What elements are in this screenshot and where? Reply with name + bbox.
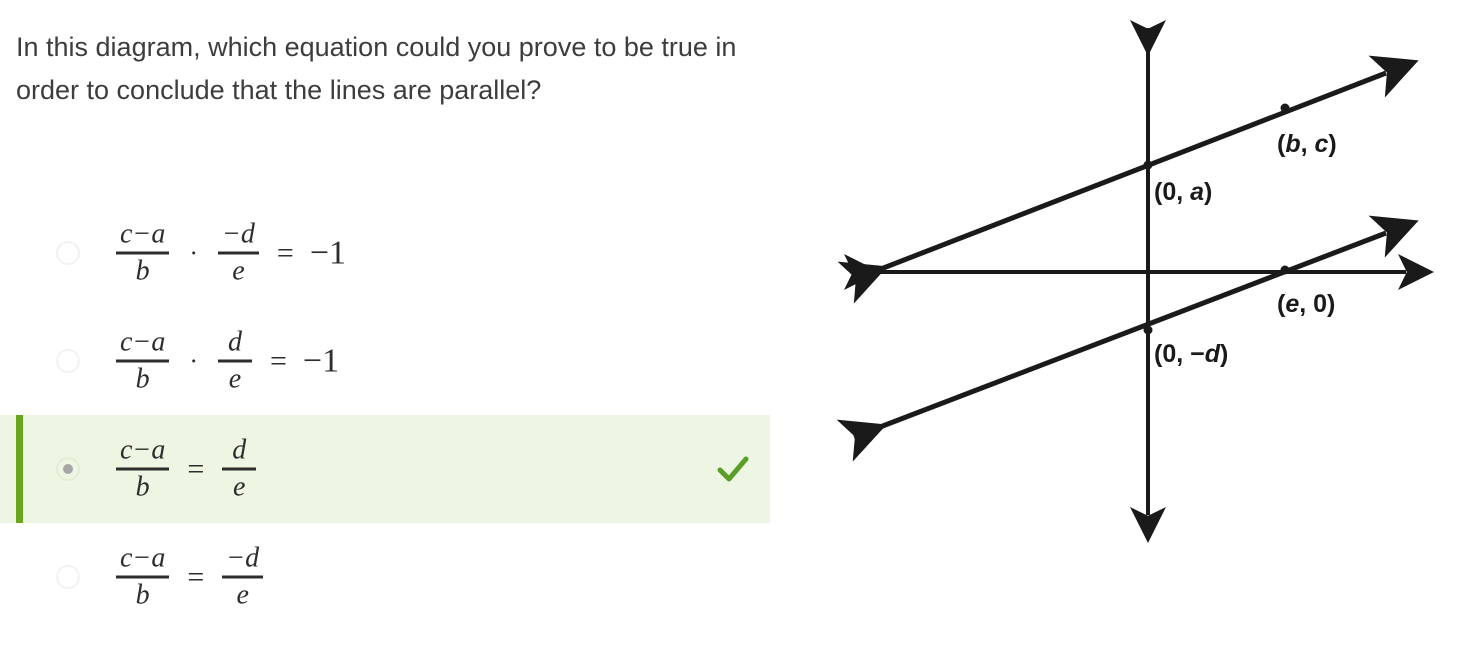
fraction-right-1: −d e	[218, 218, 259, 287]
correct-accent-bar	[16, 415, 23, 523]
option-row-1[interactable]: c−a b · −d e = −1	[0, 199, 790, 307]
question-panel: In this diagram, which equation could yo…	[0, 32, 790, 631]
parallel-lines-diagram: (b, c) (0, a) (e, 0) (0, −d)	[836, 20, 1434, 543]
denominator: e	[232, 255, 245, 287]
question-text: In this diagram, which equation could yo…	[16, 32, 744, 105]
radio-button-1[interactable]	[56, 241, 80, 265]
denominator: e	[236, 579, 249, 611]
label-0-a: (0, a)	[1154, 178, 1212, 206]
operator-symbol-1: ·	[189, 238, 198, 267]
option-math-3: c−a b = d e	[110, 434, 262, 503]
fraction-right-4: −d e	[222, 542, 264, 611]
fraction-bar	[218, 251, 259, 255]
numerator: c−a	[120, 326, 166, 358]
option-math-2: c−a b · d e = −1	[110, 326, 340, 395]
option-row-4[interactable]: c−a b = −d e	[0, 523, 790, 631]
radio-button-3[interactable]	[56, 457, 80, 481]
label-e-0: (e, 0)	[1277, 290, 1335, 318]
denominator: b	[135, 471, 150, 503]
option-math-1: c−a b · −d e = −1	[110, 218, 347, 287]
fraction-bar	[116, 467, 170, 471]
fraction-left-2: c−a b	[116, 326, 170, 395]
result-value-1: −1	[309, 234, 347, 271]
fraction-left-4: c−a b	[116, 542, 170, 611]
relation-symbol-3: =	[187, 452, 205, 485]
denominator: b	[135, 579, 150, 611]
fraction-left-3: c−a b	[116, 434, 170, 503]
fraction-right-3: d e	[222, 434, 257, 503]
fraction-bar	[116, 575, 170, 579]
label-b-c: (b, c)	[1277, 130, 1337, 158]
operator-symbol-2: ·	[189, 346, 198, 375]
numerator: −d	[222, 218, 255, 250]
point-0-minus-d	[1143, 325, 1153, 335]
fraction-bar	[222, 575, 264, 579]
upper-parallel-line	[837, 55, 1419, 304]
numerator: c−a	[120, 542, 166, 574]
denominator: e	[233, 471, 246, 503]
options-list: c−a b · −d e = −1 c−a	[0, 199, 790, 631]
denominator: b	[135, 255, 150, 287]
radio-button-2[interactable]	[56, 349, 80, 373]
fraction-bar	[218, 359, 252, 363]
numerator: d	[228, 326, 242, 358]
fraction-bar	[116, 359, 170, 363]
relation-symbol-2: =	[270, 344, 287, 377]
diagram-panel: (b, c) (0, a) (e, 0) (0, −d)	[790, 0, 1476, 664]
fraction-right-2: d e	[218, 326, 252, 395]
option-row-3[interactable]: c−a b = d e	[0, 415, 770, 523]
point-e-0	[1280, 265, 1290, 275]
label-0-minus-d: (0, −d)	[1154, 340, 1228, 368]
option-row-2[interactable]: c−a b · d e = −1	[0, 307, 790, 415]
radio-button-4[interactable]	[56, 565, 80, 589]
lower-parallel-line	[836, 215, 1419, 462]
numerator: c−a	[120, 218, 166, 250]
numerator: d	[232, 434, 247, 466]
relation-symbol-4: =	[187, 560, 205, 593]
fraction-bar	[116, 251, 170, 255]
point-b-c	[1280, 103, 1290, 113]
numerator: c−a	[120, 434, 166, 466]
relation-symbol-1: =	[276, 236, 294, 269]
option-math-4: c−a b = −d e	[110, 542, 269, 611]
point-0-a	[1143, 160, 1153, 170]
radio-dot-3	[63, 464, 73, 474]
denominator: e	[228, 363, 242, 395]
correct-check-icon	[717, 456, 749, 482]
numerator: −d	[226, 542, 260, 574]
result-value-2: −1	[302, 342, 340, 379]
fraction-bar	[222, 467, 257, 471]
fraction-left-1: c−a b	[116, 218, 170, 287]
denominator: b	[135, 363, 150, 395]
